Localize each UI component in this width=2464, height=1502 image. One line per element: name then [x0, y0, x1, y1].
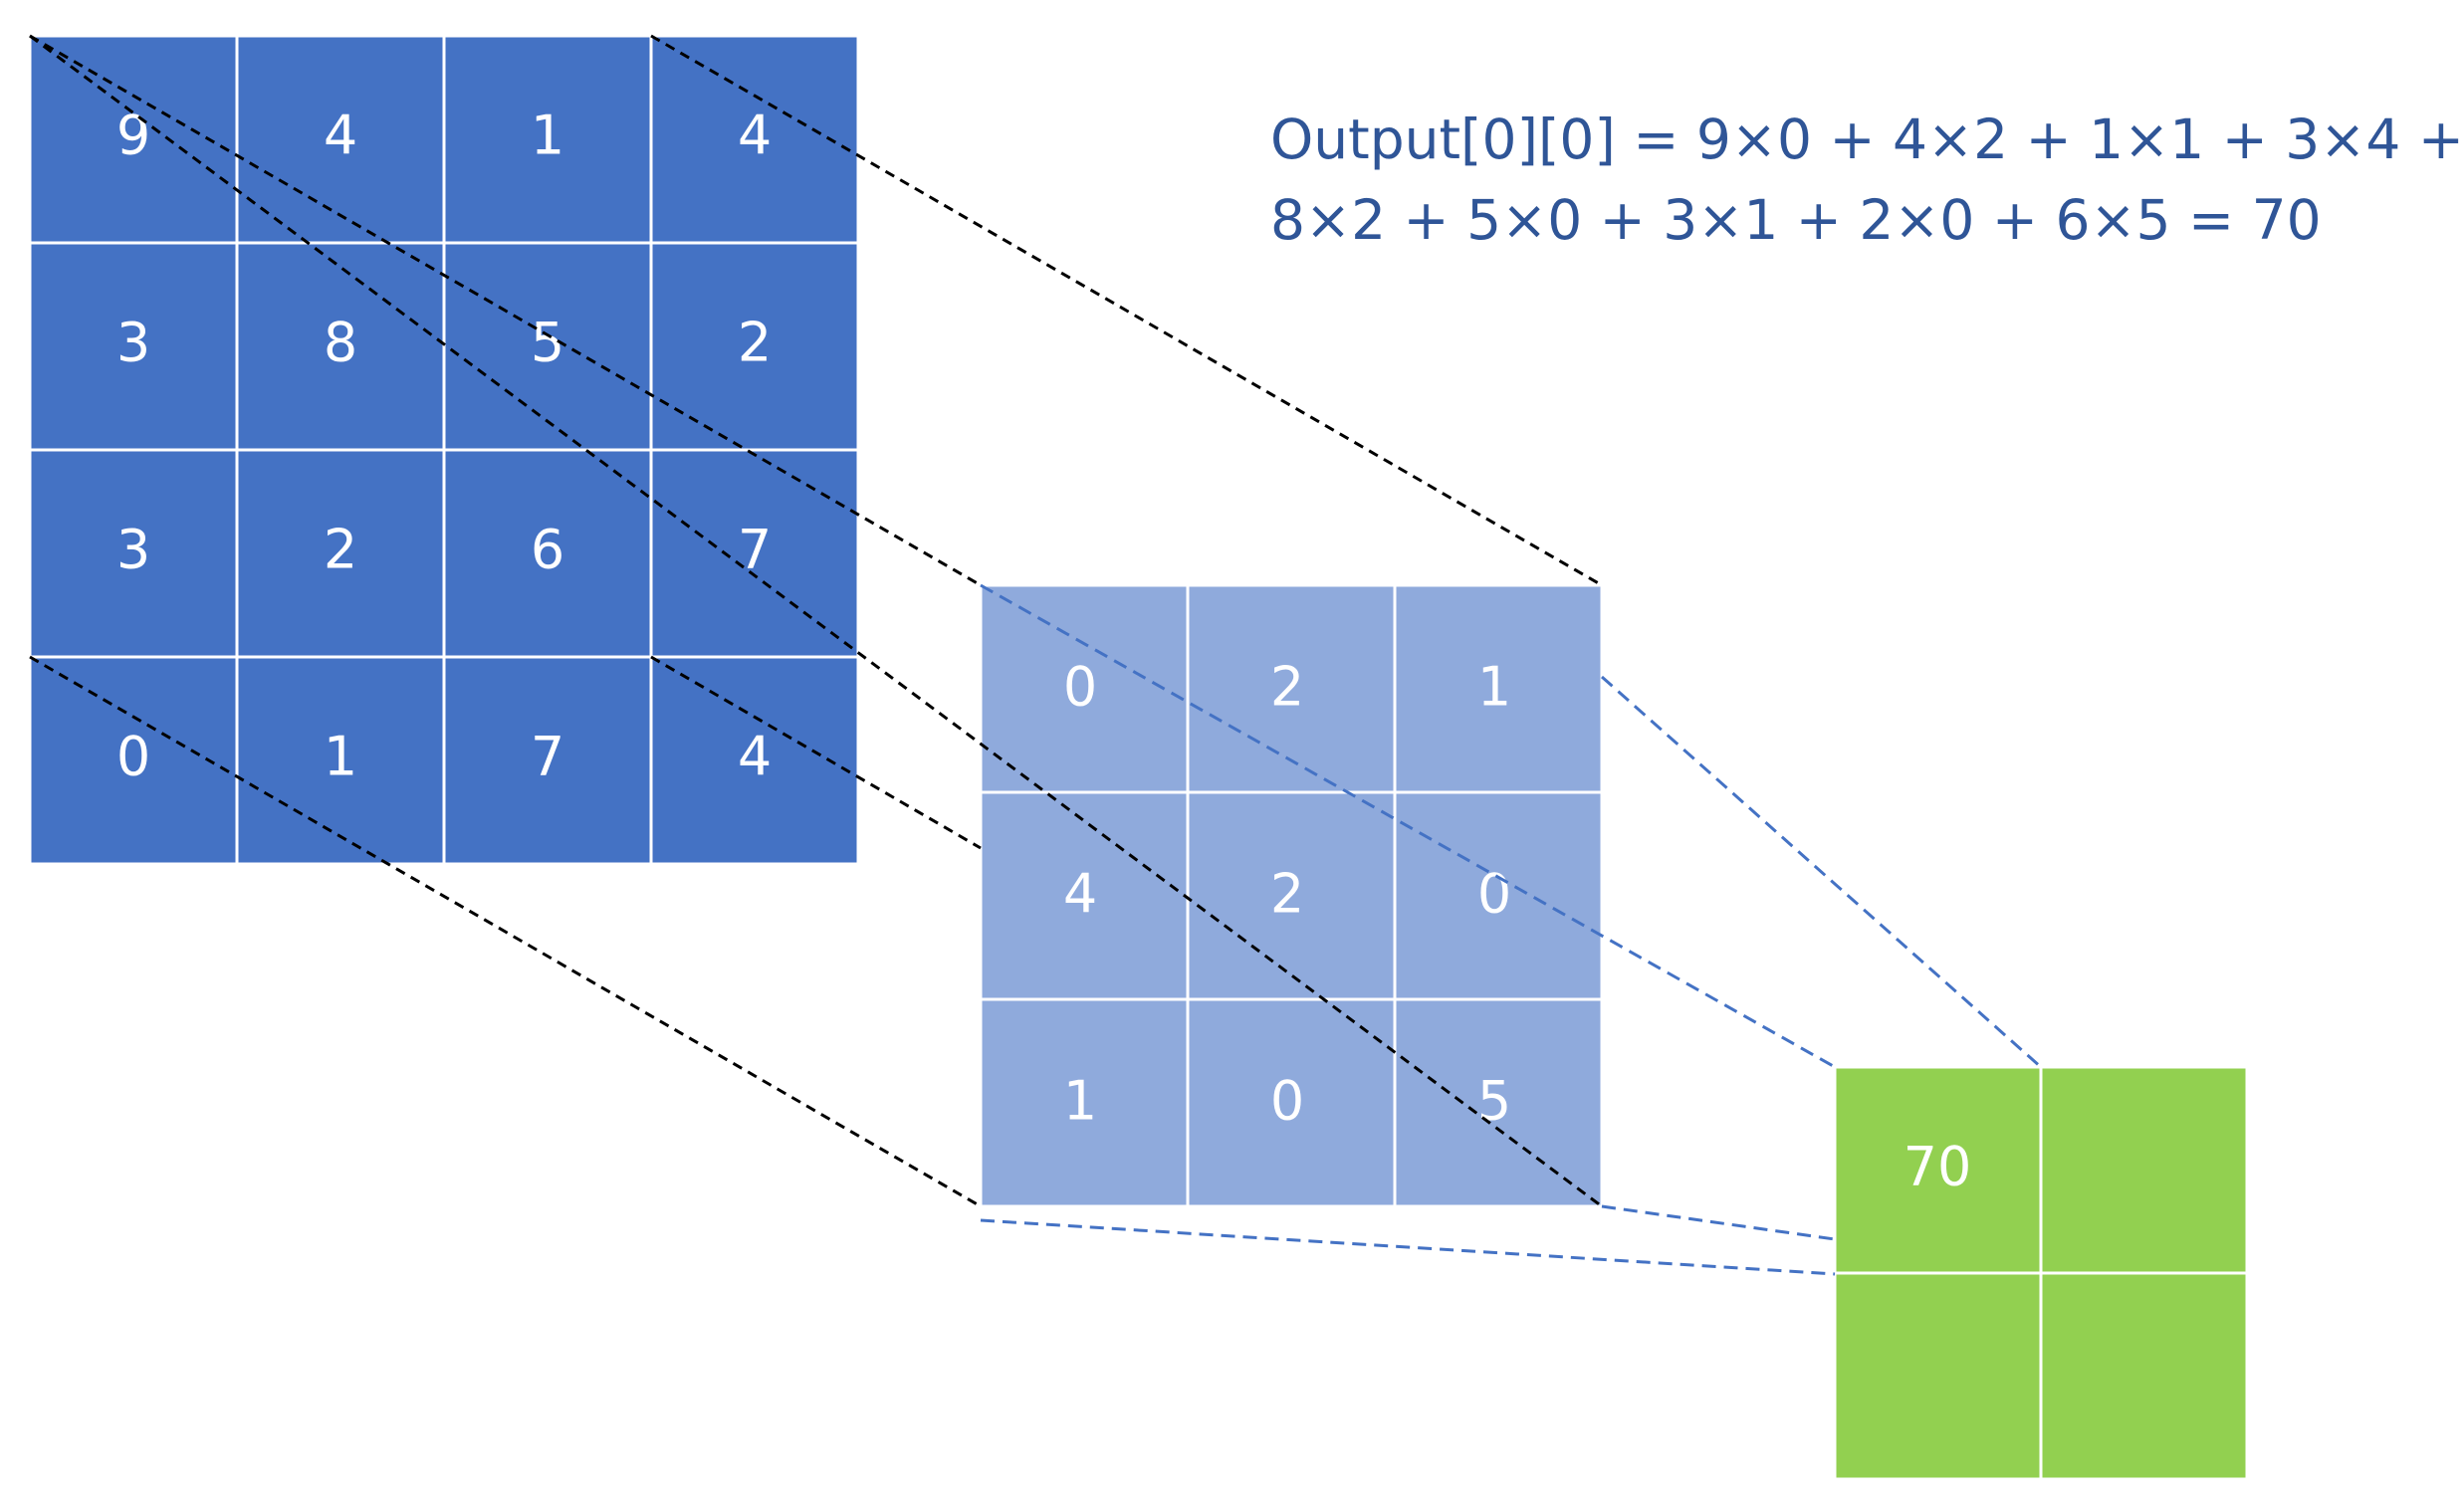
kernel-cell [1393, 997, 1604, 1208]
kernel-value: 4 [1063, 863, 1097, 926]
kernel-value: 2 [1270, 863, 1304, 926]
kernel-value: 0 [1477, 863, 1511, 926]
kernel-background [981, 585, 1602, 1206]
input-value: 8 [324, 312, 357, 374]
input-to-kernel-line [650, 34, 1603, 587]
input-to-kernel-line [29, 34, 1603, 1208]
input-value: 7 [531, 726, 564, 788]
input-to-kernel-line [29, 34, 982, 587]
output-cell [2039, 1271, 2249, 1481]
output-value: 70 [1904, 1136, 1972, 1198]
input-value: 3 [116, 519, 150, 581]
input-value: 1 [531, 105, 564, 167]
input-value: 3 [116, 312, 150, 374]
input-value: 1 [324, 726, 357, 788]
input-value: 4 [738, 105, 772, 167]
formula-line-1: Output[0][0] = 9×0 + 4×2 + 1×1 + 3×4 + [1270, 107, 2464, 171]
formula-line-2: 8×2 + 5×0 + 3×1 + 2×0 + 6×5 = 70 [1270, 188, 2322, 252]
input-value: 7 [738, 519, 772, 581]
input-value: 4 [738, 726, 772, 788]
input-value: 0 [116, 726, 150, 788]
kernel-value: 2 [1270, 656, 1304, 719]
kernel-to-output-line [1601, 1204, 1836, 1241]
kernel-to-output-line [1601, 675, 2042, 1069]
output-formula: Output[0][0] = 9×0 + 4×2 + 1×1 + 3×4 + 8… [1270, 100, 2464, 261]
input-value: 9 [116, 105, 150, 167]
output-matrix: 70 [1833, 1065, 2249, 1481]
kernel-value: 0 [1270, 1070, 1304, 1133]
projection-lines [29, 34, 2042, 1276]
input-value: 2 [324, 519, 357, 581]
input-value: 4 [324, 105, 357, 167]
input-value: 2 [738, 312, 772, 374]
kernel-to-output-line [980, 1218, 1836, 1276]
kernel-to-output-line [980, 583, 1836, 1069]
input-value: 6 [531, 519, 564, 581]
kernel-value: 5 [1477, 1070, 1511, 1133]
kernel-value: 1 [1477, 656, 1511, 719]
kernel-value: 0 [1063, 656, 1097, 719]
kernel-value: 1 [1063, 1070, 1097, 1133]
kernel-matrix: 0 2 1 4 2 0 1 0 5 [979, 583, 1604, 1208]
input-cell [649, 655, 860, 866]
input-to-kernel-line [650, 655, 982, 850]
input-to-kernel-line [29, 655, 982, 1208]
